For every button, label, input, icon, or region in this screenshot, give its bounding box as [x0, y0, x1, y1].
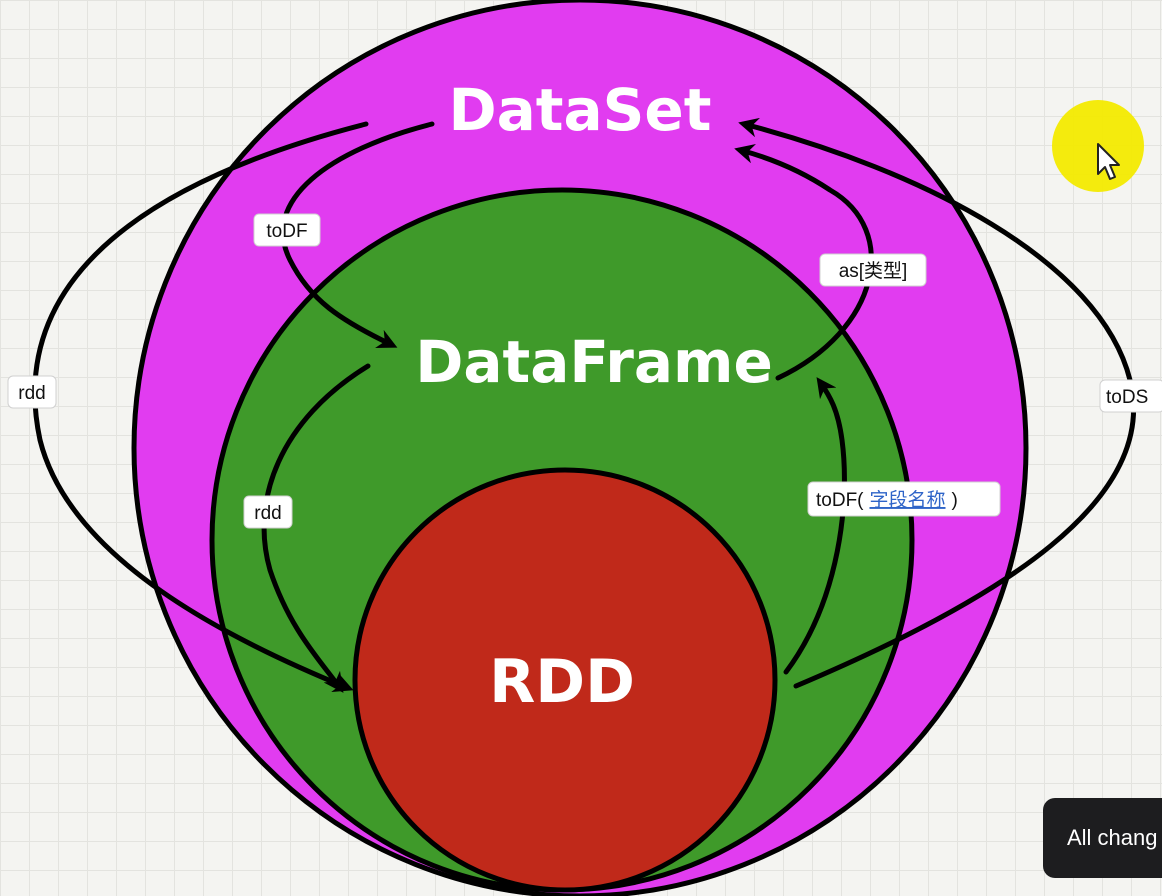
- svg-text:as[类型]: as[类型]: [839, 260, 908, 282]
- edge-dataframe-to-rdd: [261, 363, 371, 693]
- field-names-link: 字段名称: [870, 489, 946, 511]
- edge-label-tods: toDS: [1099, 379, 1162, 413]
- svg-text:rdd: rdd: [18, 383, 45, 404]
- toast-text: All chang: [1067, 825, 1158, 850]
- svg-text:toDS: toDS: [1106, 387, 1148, 408]
- dataframe-title: DataFrame: [415, 328, 773, 396]
- edge-label-as-type: as[类型]: [819, 253, 927, 287]
- mouse-pointer-icon: [1097, 143, 1120, 180]
- edge-dataset-to-rdd: [32, 121, 369, 692]
- todf-prefix: toDF(: [816, 490, 864, 511]
- svg-text:rdd: rdd: [254, 503, 281, 524]
- rdd-circle: [352, 467, 778, 893]
- save-status-toast: All chang: [1043, 798, 1162, 878]
- todf-suffix: ): [952, 490, 958, 511]
- svg-text:toDF(字段名称): toDF( 字段名称): [816, 489, 958, 511]
- edge-label-rdd-outer: rdd: [7, 375, 57, 409]
- rdd-title: RDD: [489, 647, 635, 717]
- edge-rdd-to-dataframe: [783, 377, 847, 675]
- svg-text:toDF: toDF: [266, 221, 307, 242]
- edge-dataframe-to-dataset: [734, 143, 874, 381]
- dataset-title: DataSet: [449, 76, 712, 144]
- edge-label-todf: toDF: [253, 213, 321, 247]
- edge-label-rdd-inner: rdd: [243, 495, 293, 529]
- edge-label-todf-fields: toDF( 字段名称): [807, 481, 1001, 517]
